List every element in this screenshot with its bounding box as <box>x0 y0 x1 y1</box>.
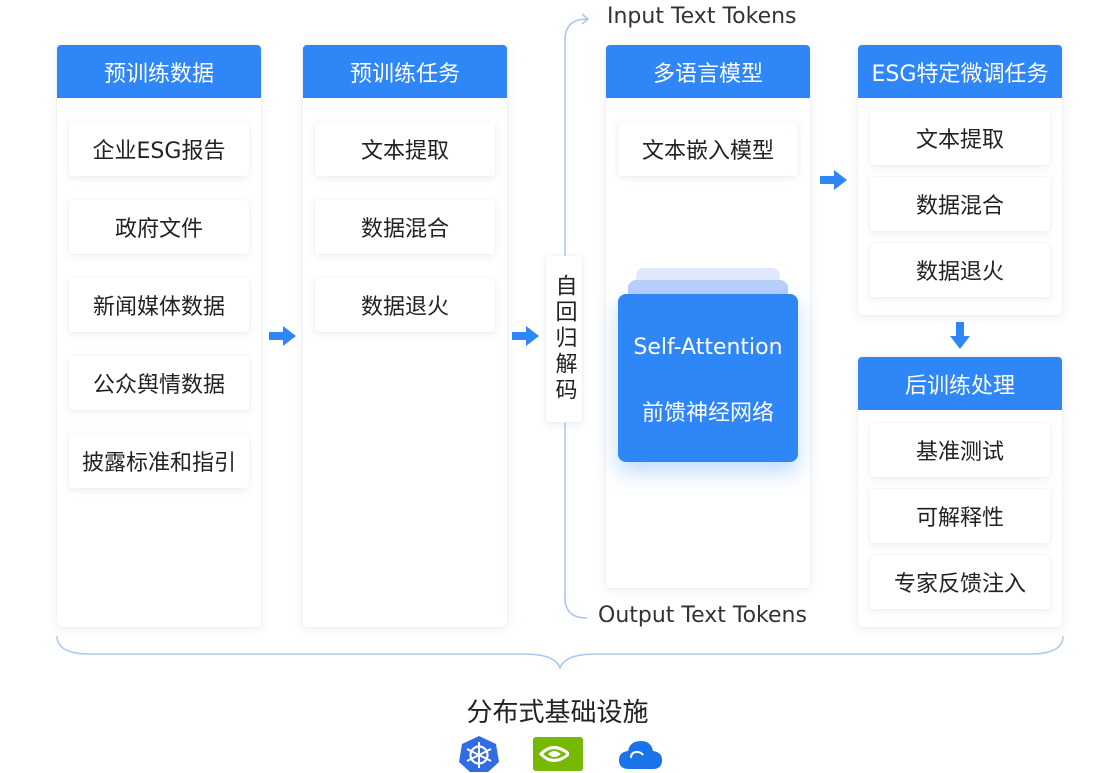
list-item: 新闻媒体数据 <box>69 278 249 332</box>
output-tokens-label: Output Text Tokens <box>598 603 807 628</box>
post-training-panel: 后训练处理 基准测试 可解释性 专家反馈注入 <box>858 357 1062 627</box>
arrow-right-icon <box>269 326 296 346</box>
esg-finetune-title: ESG特定微调任务 <box>858 45 1062 98</box>
cloud-icon <box>619 741 662 769</box>
pretraining-task-panel: 预训练任务 文本提取 数据混合 数据退火 <box>303 45 507 627</box>
list-item: 可解释性 <box>870 489 1050 543</box>
arrow-right-icon <box>820 170 847 190</box>
list-item: 文本提取 <box>870 111 1050 165</box>
list-item: 数据混合 <box>870 177 1050 231</box>
autoregressive-decoding-label: 自回归解码 <box>546 256 582 422</box>
text-embedding-model: 文本嵌入模型 <box>618 122 798 176</box>
post-training-title: 后训练处理 <box>858 357 1062 410</box>
self-attention-label: Self-Attention <box>633 335 783 360</box>
list-item: 披露标准和指引 <box>69 434 249 488</box>
kubernetes-icon <box>459 736 499 772</box>
self-attention-block: Self-Attention 前馈神经网络 <box>618 294 798 462</box>
nvidia-icon <box>533 737 583 771</box>
arrow-right-icon <box>512 326 539 346</box>
input-tokens-label: Input Text Tokens <box>607 4 797 29</box>
list-item: 文本提取 <box>315 122 495 176</box>
esg-finetune-panel: ESG特定微调任务 文本提取 数据混合 数据退火 <box>858 45 1062 315</box>
infrastructure-brace <box>56 635 1064 671</box>
infrastructure-title: 分布式基础设施 <box>466 698 649 728</box>
list-item: 专家反馈注入 <box>870 555 1050 609</box>
pretraining-task-title: 预训练任务 <box>303 45 507 98</box>
list-item: 数据混合 <box>315 200 495 254</box>
list-item: 基准测试 <box>870 423 1050 477</box>
list-item: 公众舆情数据 <box>69 356 249 410</box>
arrow-down-icon <box>950 322 970 349</box>
list-item: 数据退火 <box>315 278 495 332</box>
feedforward-label: 前馈神经网络 <box>641 401 774 426</box>
list-item: 企业ESG报告 <box>69 122 249 176</box>
pretraining-data-title: 预训练数据 <box>57 45 261 98</box>
list-item: 数据退火 <box>870 243 1050 297</box>
list-item: 政府文件 <box>69 200 249 254</box>
multilingual-model-title: 多语言模型 <box>606 45 810 98</box>
pretraining-data-panel: 预训练数据 企业ESG报告 政府文件 新闻媒体数据 公众舆情数据 披露标准和指引 <box>57 45 261 627</box>
token-loop-connector <box>564 13 590 619</box>
